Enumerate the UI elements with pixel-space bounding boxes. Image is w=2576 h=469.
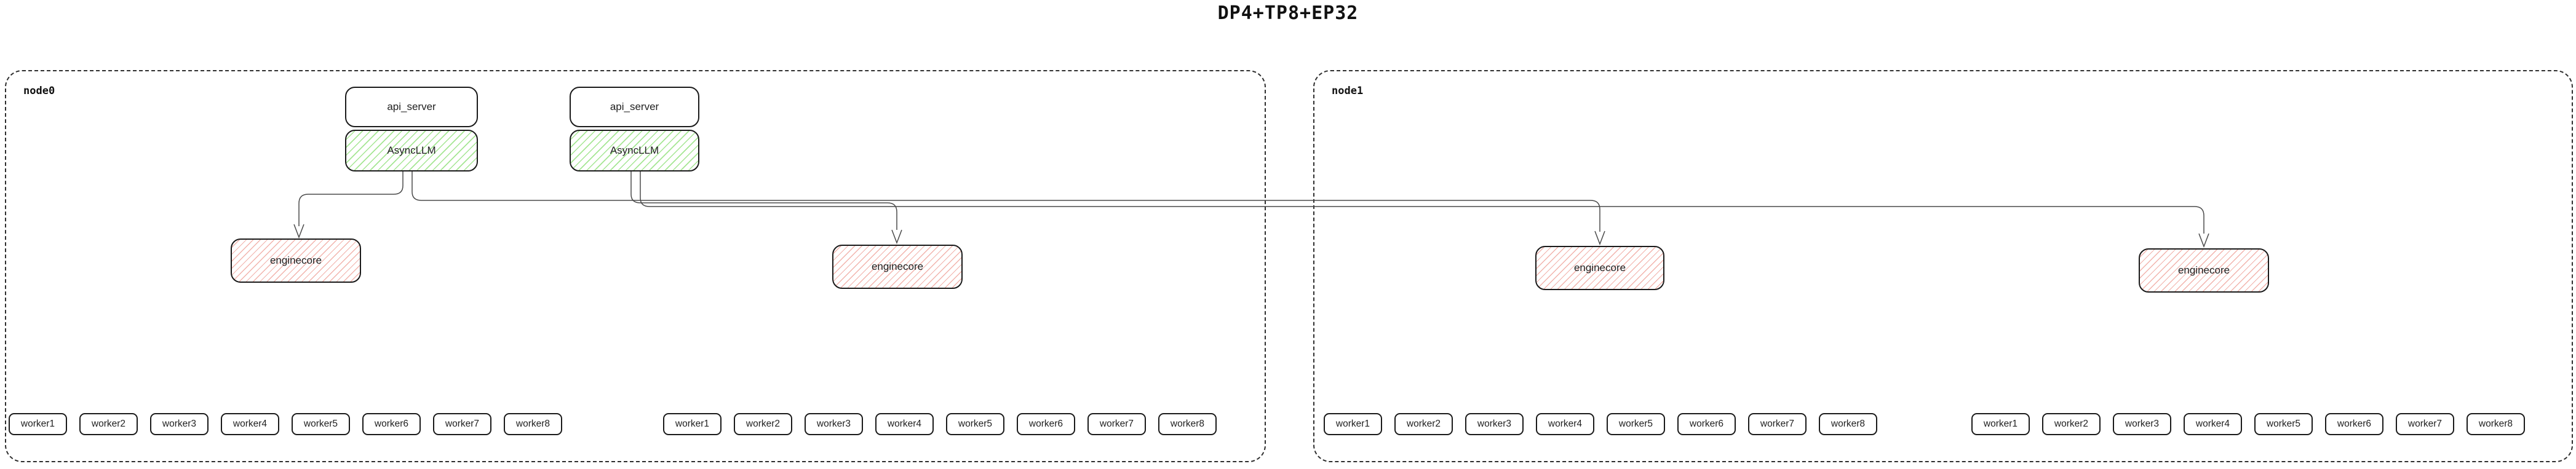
worker-label: worker1 xyxy=(20,419,55,429)
worker-box: worker8 xyxy=(504,413,562,435)
worker-group-node1-1: worker1 worker2 worker3 worker4 worker5 … xyxy=(1324,413,1877,435)
worker-box: worker1 xyxy=(1324,413,1382,435)
worker-label: worker5 xyxy=(303,419,338,429)
api-server-label-2: api_server xyxy=(610,101,659,112)
worker-box: worker1 xyxy=(663,413,722,435)
enginecore-box-4: enginecore xyxy=(2139,248,2269,293)
worker-label: worker1 xyxy=(1335,419,1370,429)
worker-box: worker7 xyxy=(433,413,491,435)
worker-label: worker1 xyxy=(675,419,710,429)
worker-box: worker5 xyxy=(292,413,350,435)
worker-box: worker1 xyxy=(1971,413,2030,435)
api-server-box-2: api_server xyxy=(570,87,699,127)
worker-group-node0-2: worker1 worker2 worker3 worker4 worker5 … xyxy=(663,413,1217,435)
enginecore-label-3: enginecore xyxy=(1573,262,1626,274)
worker-box: worker6 xyxy=(362,413,421,435)
worker-label: worker6 xyxy=(374,419,409,429)
worker-box: worker6 xyxy=(2325,413,2383,435)
worker-box: worker5 xyxy=(946,413,1004,435)
worker-group-node1-2: worker1 worker2 worker3 worker4 worker5 … xyxy=(1971,413,2525,435)
worker-box: worker3 xyxy=(2113,413,2171,435)
worker-label: worker7 xyxy=(1760,419,1795,429)
worker-label: worker6 xyxy=(1689,419,1724,429)
worker-label: worker5 xyxy=(2266,419,2301,429)
api-server-box-1: api_server xyxy=(345,87,478,127)
worker-box: worker6 xyxy=(1017,413,1075,435)
worker-label: worker8 xyxy=(1170,419,1205,429)
worker-box: worker5 xyxy=(2254,413,2313,435)
worker-label: worker4 xyxy=(1548,419,1583,429)
worker-box: worker3 xyxy=(1465,413,1524,435)
worker-label: worker2 xyxy=(1406,419,1441,429)
worker-label: worker8 xyxy=(515,419,551,429)
worker-box: worker8 xyxy=(1819,413,1877,435)
worker-box: worker8 xyxy=(2467,413,2525,435)
node0-group-box: node0 xyxy=(5,70,1266,462)
worker-label: worker8 xyxy=(2478,419,2513,429)
worker-box: worker1 xyxy=(9,413,67,435)
worker-box: worker4 xyxy=(875,413,934,435)
enginecore-box-1: enginecore xyxy=(231,238,361,283)
worker-label: worker3 xyxy=(816,419,851,429)
worker-label: worker6 xyxy=(2337,419,2372,429)
worker-box: worker3 xyxy=(150,413,209,435)
worker-label: worker8 xyxy=(1831,419,1866,429)
worker-group-node0-1: worker1 worker2 worker3 worker4 worker5 … xyxy=(9,413,562,435)
worker-label: worker4 xyxy=(887,419,922,429)
enginecore-label-4: enginecore xyxy=(2177,264,2230,276)
enginecore-label-1: enginecore xyxy=(269,254,322,266)
worker-label: worker3 xyxy=(1477,419,1512,429)
worker-label: worker2 xyxy=(745,419,781,429)
worker-box: worker4 xyxy=(221,413,279,435)
worker-box: worker7 xyxy=(1087,413,1146,435)
worker-label: worker6 xyxy=(1028,419,1063,429)
worker-box: worker7 xyxy=(2396,413,2454,435)
worker-label: worker2 xyxy=(91,419,126,429)
worker-box: worker2 xyxy=(2042,413,2101,435)
asyncllm-label-1: AsyncLLM xyxy=(387,144,436,156)
asyncllm-box-2: AsyncLLM xyxy=(570,130,699,171)
worker-label: worker7 xyxy=(1099,419,1134,429)
asyncllm-box-1: AsyncLLM xyxy=(345,130,478,171)
worker-box: worker7 xyxy=(1748,413,1807,435)
diagram-title: DP4+TP8+EP32 xyxy=(1217,2,1359,24)
enginecore-box-2: enginecore xyxy=(832,245,963,289)
worker-box: worker8 xyxy=(1158,413,1217,435)
worker-label: worker3 xyxy=(2125,419,2160,429)
worker-label: worker2 xyxy=(2054,419,2089,429)
worker-box: worker2 xyxy=(1394,413,1453,435)
node0-label: node0 xyxy=(23,85,55,97)
node1-group-box: node1 xyxy=(1313,70,2573,462)
worker-box: worker5 xyxy=(1607,413,1665,435)
worker-label: worker3 xyxy=(162,419,197,429)
worker-box: worker2 xyxy=(79,413,138,435)
worker-box: worker6 xyxy=(1677,413,1736,435)
worker-label: worker1 xyxy=(1983,419,2018,429)
enginecore-box-3: enginecore xyxy=(1535,246,1664,290)
worker-box: worker4 xyxy=(2184,413,2242,435)
node1-label: node1 xyxy=(1332,85,1364,97)
asyncllm-label-2: AsyncLLM xyxy=(610,144,659,156)
worker-box: worker4 xyxy=(1536,413,1594,435)
worker-label: worker7 xyxy=(445,419,480,429)
worker-label: worker7 xyxy=(2407,419,2443,429)
worker-box: worker2 xyxy=(734,413,792,435)
enginecore-label-2: enginecore xyxy=(871,261,924,272)
worker-label: worker4 xyxy=(233,419,268,429)
api-server-label-1: api_server xyxy=(387,101,436,112)
worker-label: worker4 xyxy=(2195,419,2230,429)
worker-label: worker5 xyxy=(958,419,993,429)
worker-box: worker3 xyxy=(805,413,863,435)
worker-label: worker5 xyxy=(1618,419,1653,429)
